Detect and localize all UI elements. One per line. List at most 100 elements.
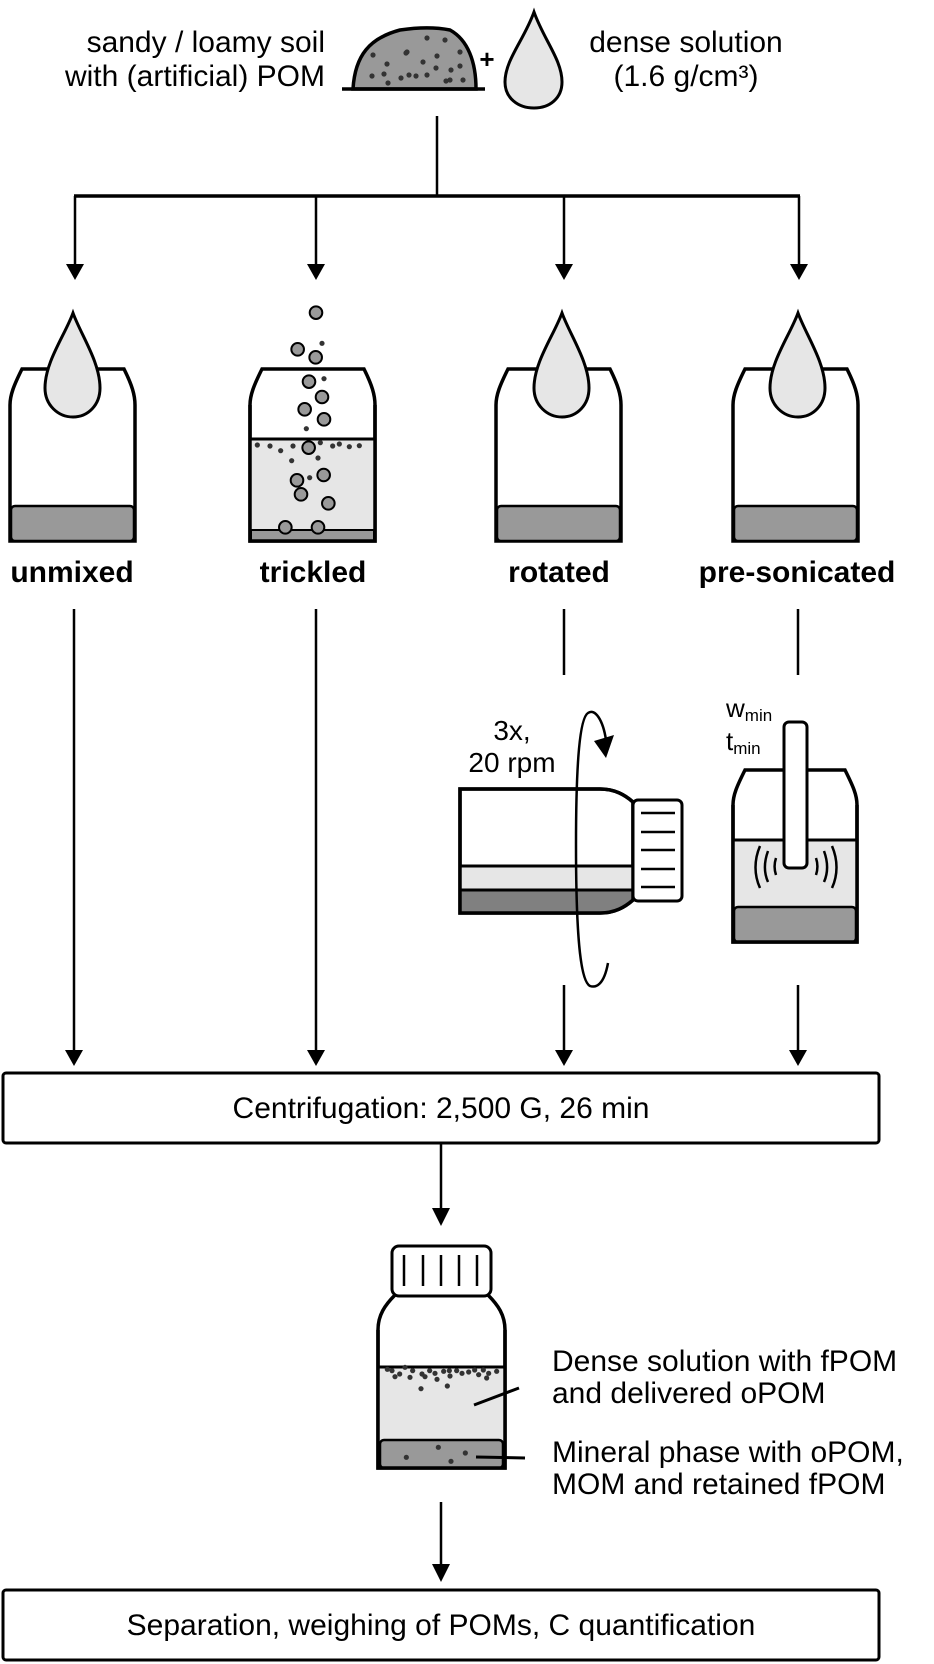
soil-mound-icon <box>342 26 485 91</box>
sonication-time: tmin <box>726 726 761 758</box>
solution-drop-icon <box>503 7 564 110</box>
drop-icon <box>532 308 591 419</box>
soil-particle <box>457 63 463 69</box>
soil-particle <box>424 72 430 78</box>
pom-dot <box>427 1368 433 1374</box>
final-step-label: Separation, weighing of POMs, C quantifi… <box>127 1609 756 1642</box>
fine-particle <box>336 441 342 447</box>
pom-dot <box>407 1374 413 1380</box>
final-step: Separation, weighing of POMs, C quantifi… <box>1 1588 881 1662</box>
pom-dot <box>448 1458 454 1464</box>
tube-rotated: rotated <box>494 308 623 589</box>
pom-dot <box>446 1368 452 1374</box>
fine-particle <box>315 455 321 461</box>
pom-dot <box>418 1386 424 1392</box>
pom-dot <box>484 1375 490 1381</box>
pom-dot <box>466 1369 472 1375</box>
soil-label-line1: sandy / loamy soil <box>87 26 325 59</box>
pom-particle <box>289 473 305 488</box>
soil-particle <box>424 35 430 41</box>
arrowhead-unmixed <box>66 264 84 280</box>
solution-label-line1: dense solution <box>589 26 782 59</box>
leader-line-lower <box>475 1455 526 1460</box>
tube-presonicated: pre-sonicated <box>699 308 896 589</box>
soil-particle <box>370 52 376 58</box>
pom-particle <box>316 412 332 427</box>
pom-dot <box>389 1368 395 1374</box>
pom-dot <box>422 1374 428 1380</box>
pom-dot <box>441 1368 447 1374</box>
arrowhead-rotated <box>555 264 573 280</box>
soil-particle <box>369 73 375 79</box>
soil-particle <box>460 77 466 83</box>
pom-dot <box>435 1444 441 1450</box>
fine-particle <box>356 443 362 449</box>
treatment-label-trickled: trickled <box>260 556 367 589</box>
result-upper-line1: Dense solution with fPOM <box>552 1345 897 1378</box>
arrowhead-trickled <box>307 264 325 280</box>
pom-particle <box>278 520 293 535</box>
soil-particle <box>398 75 404 81</box>
soil-particle <box>448 67 454 73</box>
tube-trickled: trickled <box>248 305 377 589</box>
fine-particle <box>267 443 273 449</box>
treatment-label-unmixed: unmixed <box>10 556 133 589</box>
rotation-note-line2: 20 rpm <box>468 747 555 778</box>
pom-dot <box>459 1370 465 1376</box>
pom-dot <box>434 1376 440 1382</box>
soil-label-line2: with (artificial) POM <box>64 60 325 93</box>
rotation-arrow-icon <box>574 710 614 988</box>
fine-particle <box>330 443 336 449</box>
pom-particle <box>297 402 312 417</box>
soil-particle <box>413 73 419 79</box>
soil-particle <box>433 65 439 71</box>
tube-unmixed: unmixed <box>8 308 137 589</box>
soil-particle <box>420 59 426 65</box>
sonication-power: wmin <box>725 693 772 725</box>
soil-particle <box>447 77 453 83</box>
fine-particle <box>317 440 323 446</box>
fine-particle <box>321 376 327 382</box>
pom-particle <box>314 389 330 405</box>
pom-dot <box>392 1374 398 1380</box>
pom-particle <box>321 496 336 511</box>
falling-particles <box>254 305 362 535</box>
fine-particle <box>290 443 296 449</box>
fine-particle <box>254 442 260 448</box>
pom-dot <box>444 1383 450 1389</box>
centrifugation-step: Centrifugation: 2,500 G, 26 min <box>1 1071 881 1226</box>
pom-particle <box>308 305 324 320</box>
soil-particle <box>403 50 409 56</box>
result-lower-line1: Mineral phase with oPOM, <box>552 1436 904 1469</box>
treatment-label-presonicated: pre-sonicated <box>699 556 896 589</box>
result-upper-line2: and delivered oPOM <box>552 1377 826 1410</box>
sonication-probe-icon <box>782 720 809 870</box>
centrifugation-label: Centrifugation: 2,500 G, 26 min <box>233 1092 650 1125</box>
pom-dot <box>472 1367 478 1373</box>
rotation-note-line1: 3x, <box>493 715 530 746</box>
rotation-step: 3x, 20 rpm <box>458 710 684 988</box>
soil-particle <box>457 49 463 55</box>
pom-dot <box>447 1373 453 1379</box>
pom-particles <box>384 1364 500 1464</box>
pom-dot <box>432 1370 438 1376</box>
pom-dot <box>403 1454 409 1460</box>
pom-dot <box>462 1450 468 1456</box>
pom-particle <box>316 467 331 483</box>
bottle-cap-icon <box>631 798 684 903</box>
bottle-cap-icon <box>390 1244 493 1298</box>
pom-particle <box>310 520 326 535</box>
result-bottle: Dense solution with fPOM and delivered o… <box>376 1244 904 1582</box>
soil-particle <box>442 37 448 43</box>
pom-dot <box>454 1368 460 1374</box>
drop-icon <box>768 308 827 419</box>
fine-particle <box>346 444 352 450</box>
soil-particle <box>381 71 387 77</box>
pom-particle <box>301 374 317 389</box>
drop-icon <box>43 308 102 419</box>
pom-particle <box>308 350 323 365</box>
arrowhead-sonicated <box>790 264 808 280</box>
pom-dot <box>410 1368 416 1374</box>
sound-waves-icon <box>754 845 838 889</box>
branch-connector <box>66 116 808 280</box>
